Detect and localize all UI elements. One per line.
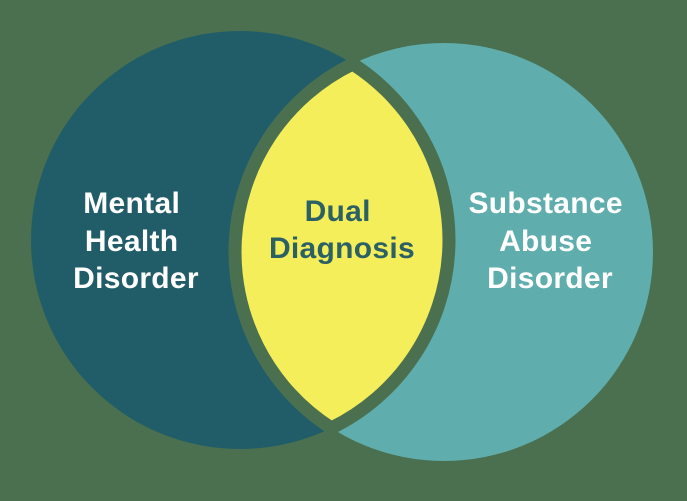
label-line: Substance — [468, 187, 622, 220]
label-line: Disorder — [487, 262, 613, 295]
label-line: Health — [85, 225, 179, 258]
intersection-lens-border — [228, 56, 456, 436]
label-line: Diagnosis — [269, 232, 415, 265]
left-circle-label: Mental Health Disorder — [73, 187, 199, 295]
label-line: Dual — [305, 195, 371, 228]
label-line: Mental — [83, 187, 180, 220]
intersection-label: Dual Diagnosis — [269, 195, 415, 265]
label-line: Abuse — [499, 225, 592, 258]
intersection-lens — [235, 64, 449, 428]
right-circle-label: Substance Abuse Disorder — [468, 187, 631, 295]
label-line: Disorder — [73, 262, 199, 295]
